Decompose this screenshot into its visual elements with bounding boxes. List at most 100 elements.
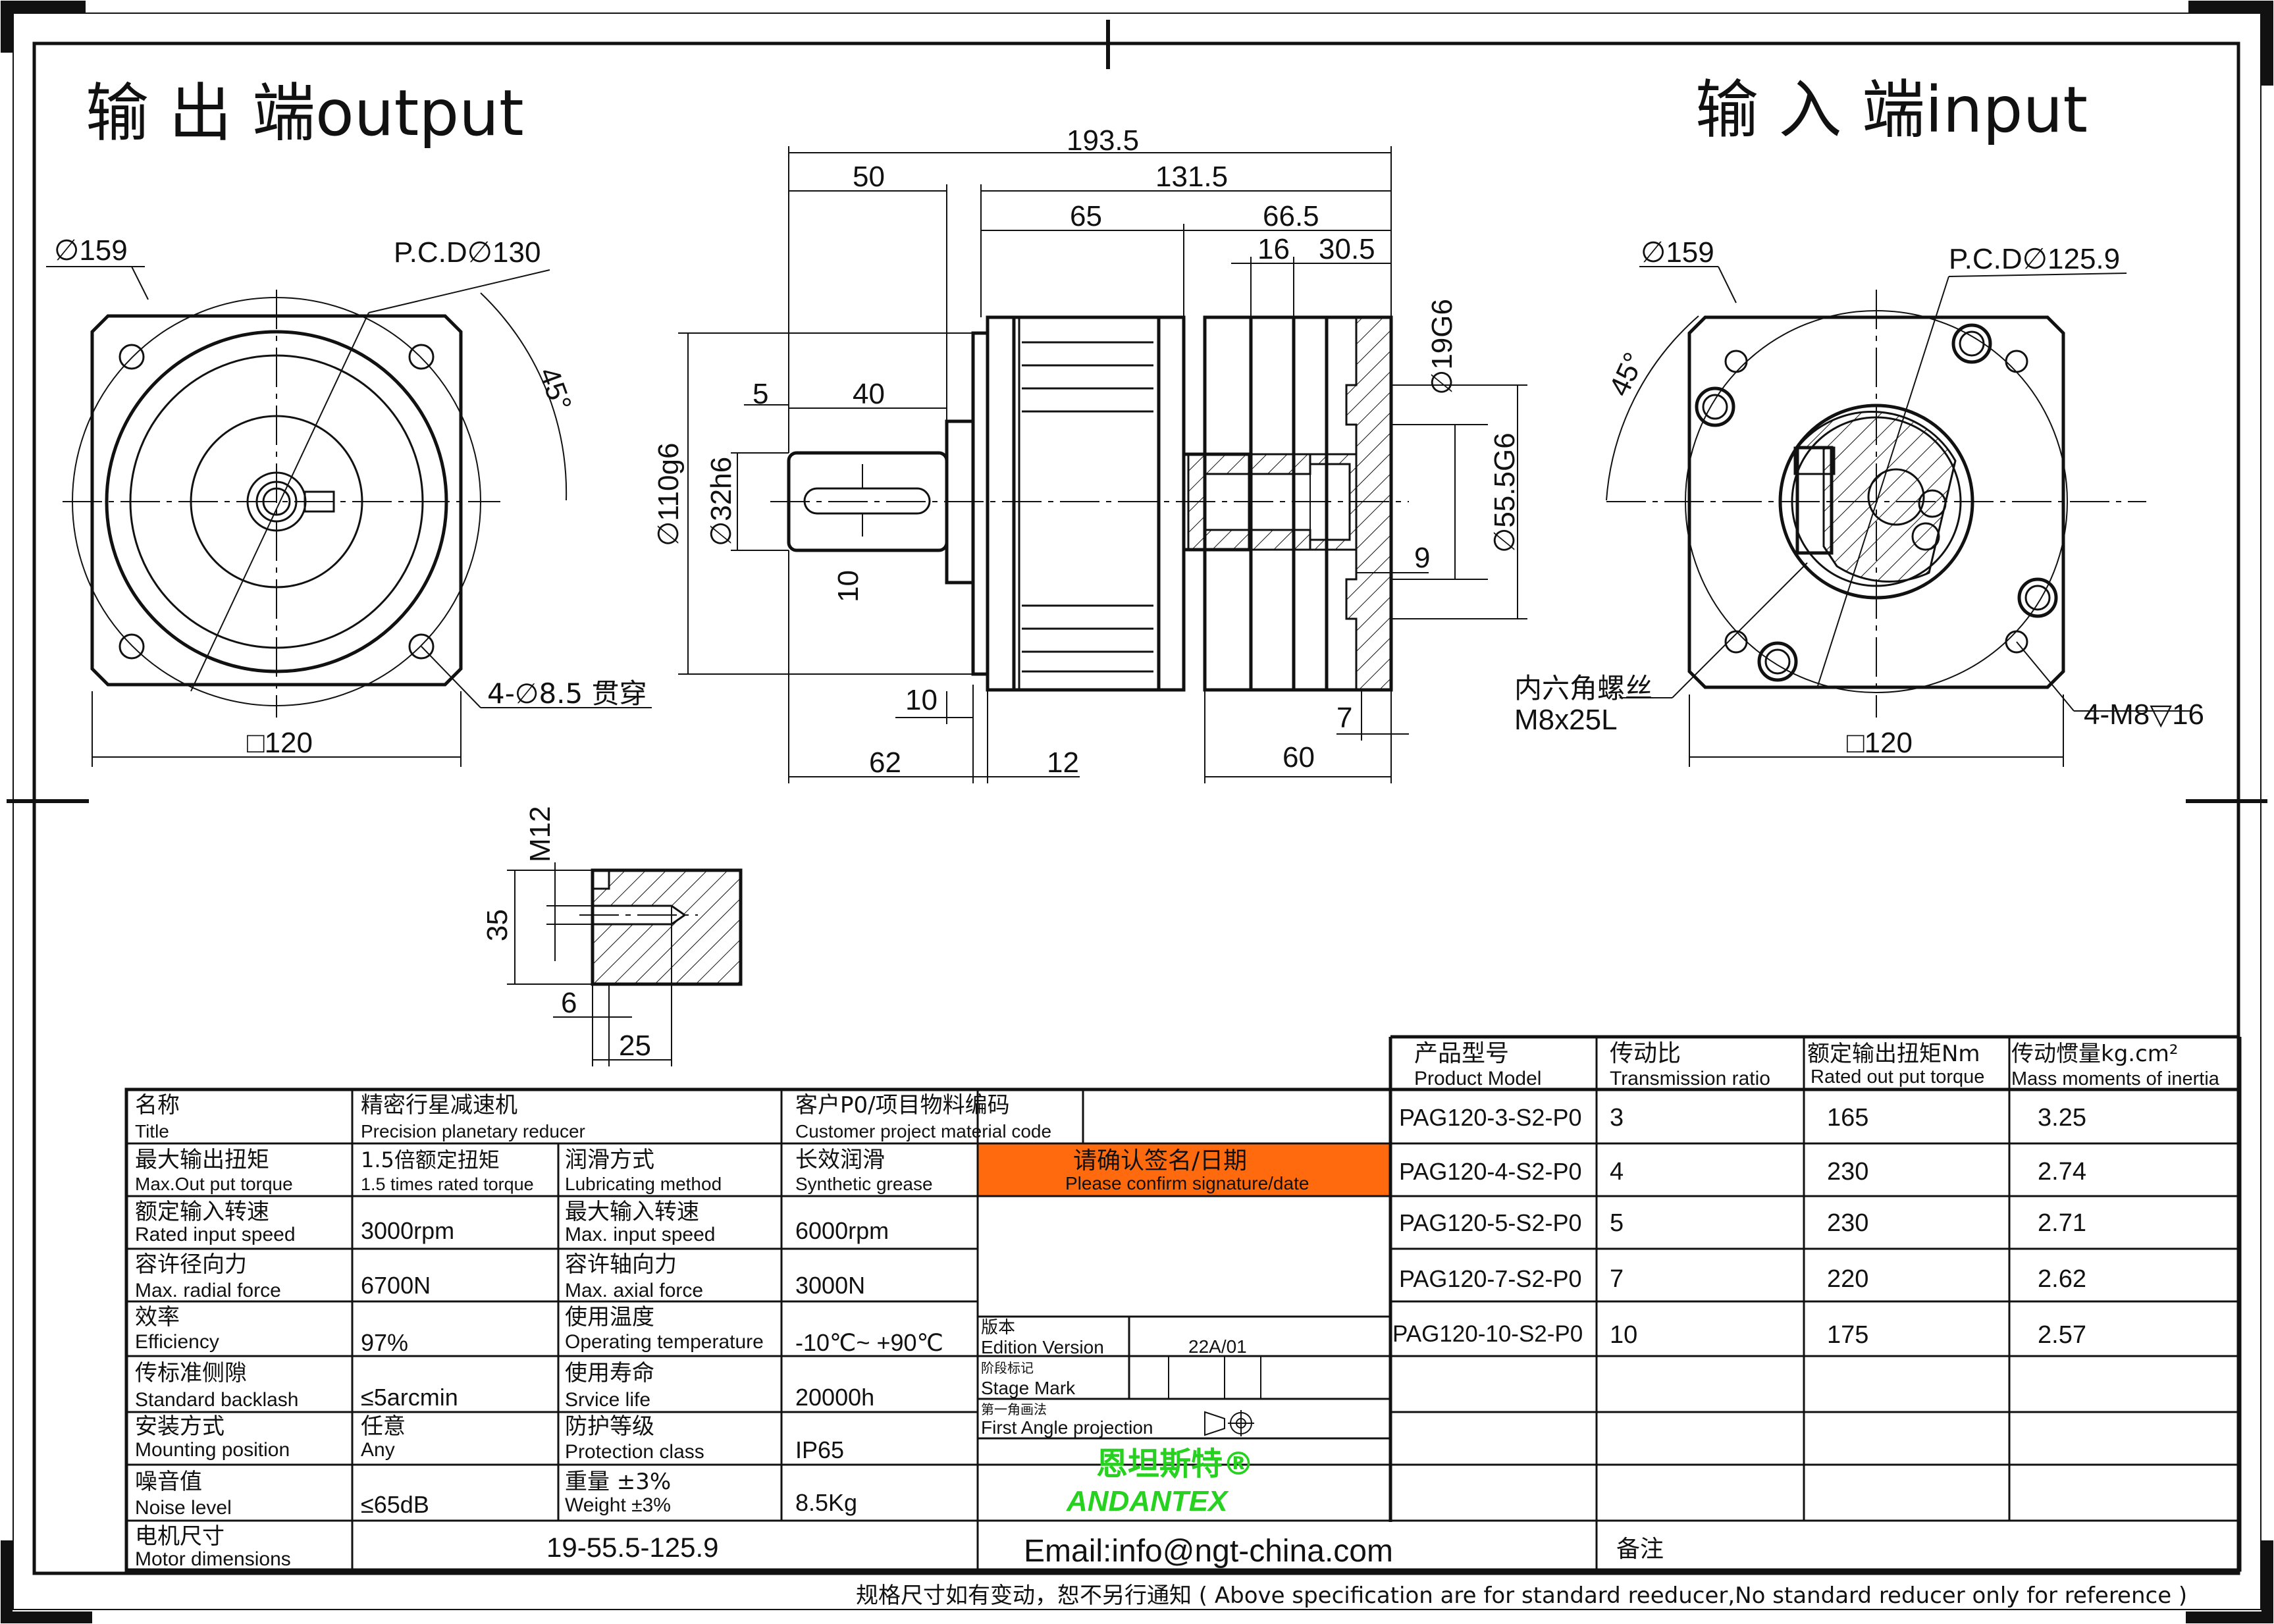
edition-cn: 版本 — [981, 1318, 1015, 1338]
projection-en: First Angle projection — [981, 1417, 1153, 1438]
key2-cn: 客户P0/项目物料编码 — [795, 1092, 1010, 1118]
value2: IP65 — [795, 1436, 844, 1463]
edition-value: 22A/01 — [1188, 1336, 1247, 1357]
dim-dia110: ∅110g6 — [652, 443, 685, 546]
model-cell: PAG120-5-S2-P0 — [1399, 1209, 1581, 1236]
key2-en: Operating temperature — [565, 1331, 764, 1353]
value-en: 1.5 times rated torque — [361, 1174, 534, 1194]
value-cn: 1.5倍额定扭矩 — [361, 1147, 500, 1172]
spec-row-rated-speed: 额定输入转速 Rated input speed 3000rpm 最大输入转速 … — [135, 1199, 889, 1245]
confirm-en: Please confirm signature/date — [1065, 1173, 1309, 1193]
remark-label: 备注 — [1616, 1536, 1664, 1563]
model-row: PAG120-4-S2-P0 4 230 2.74 — [1399, 1158, 2086, 1186]
dim-60: 60 — [1282, 741, 1315, 773]
torque-cell: 220 — [1827, 1265, 1868, 1293]
key-en: Title — [135, 1121, 169, 1141]
dim-12: 12 — [1047, 747, 1079, 779]
confirm-cell — [978, 1143, 1389, 1196]
ratio-cell: 5 — [1610, 1209, 1624, 1237]
dim-dia19: ∅19G6 — [1426, 299, 1458, 395]
output-flange-view — [46, 266, 652, 767]
model-cell: PAG120-4-S2-P0 — [1399, 1158, 1581, 1185]
dim-total-length: 193.5 — [1067, 124, 1139, 157]
input-threads: 4-M8▽16 — [2084, 698, 2204, 731]
input-square: □120 — [1847, 727, 1913, 759]
header-inertia-cn: 传动惯量kg.cm² — [2011, 1041, 2179, 1067]
key-en: Standard backlash — [135, 1389, 299, 1411]
value: ≤5arcmin — [361, 1384, 458, 1411]
key2-en: Max. input speed — [565, 1224, 715, 1245]
brand-en: ANDANTEX — [1066, 1485, 1229, 1517]
header-model-en: Product Model — [1414, 1068, 1541, 1089]
key2-en: Lubricating method — [565, 1174, 722, 1194]
value-en: Any — [361, 1439, 395, 1461]
email: Email:info@ngt-china.com — [1024, 1534, 1393, 1569]
key-en: Noise level — [135, 1497, 232, 1519]
key-en: Rated input speed — [135, 1224, 296, 1245]
value2: 3000N — [795, 1272, 865, 1299]
model-row: PAG120-7-S2-P0 7 220 2.62 — [1399, 1265, 2086, 1293]
value2-cn: 长效润滑 — [795, 1147, 885, 1173]
value2: 8.5Kg — [795, 1489, 857, 1516]
projection-cn: 第一角画法 — [981, 1401, 1047, 1417]
dim-10v: 10 — [832, 570, 864, 602]
key-cn: 最大输出扭矩 — [135, 1147, 269, 1173]
torque-cell: 230 — [1827, 1158, 1868, 1186]
inertia-cell: 2.62 — [2038, 1265, 2086, 1293]
header-ratio-en: Transmission ratio — [1610, 1068, 1770, 1089]
input-screw: M8x25L — [1514, 704, 1618, 736]
key-en: Max. radial force — [135, 1280, 281, 1301]
output-outer-dia: ∅159 — [54, 234, 128, 267]
inertia-cell: 2.71 — [2038, 1209, 2086, 1237]
output-square: □120 — [247, 727, 313, 759]
header-torque-cn: 额定输出扭矩Nm — [1807, 1041, 1980, 1067]
value2-en: Synthetic grease — [795, 1174, 933, 1194]
detail-6: 6 — [561, 987, 577, 1019]
model-cell: PAG120-10-S2-P0 — [1392, 1321, 1583, 1347]
key-en: Max.Out put torque — [135, 1174, 293, 1194]
key2-cn: 容许轴向力 — [565, 1251, 677, 1278]
first-angle-projection-icon — [1204, 1410, 1254, 1436]
header-ratio-cn: 传动比 — [1610, 1040, 1681, 1067]
key2-cn: 重量 ±3% — [565, 1469, 671, 1495]
key-cn: 额定输入转速 — [135, 1199, 269, 1225]
key2-cn: 防护等级 — [565, 1413, 654, 1440]
spec-table-grid — [124, 1035, 2242, 1572]
dim-40: 40 — [853, 378, 885, 410]
brand-cn: 恩坦斯特® — [1096, 1446, 1254, 1482]
footer-note: 规格尺寸如有变动，恕不另行通知 ( Above specification ar… — [856, 1583, 2187, 1609]
header-inertia-en: Mass moments of inertia — [2011, 1068, 2220, 1089]
dim-7: 7 — [1336, 702, 1352, 734]
torque-cell: 230 — [1827, 1209, 1868, 1237]
value: 3000rpm — [361, 1217, 454, 1244]
dim-66: 66.5 — [1263, 200, 1319, 232]
output-holes: 4-∅8.5 贯穿 — [487, 677, 647, 710]
spec-row-max-torque: 最大输出扭矩 Max.Out put torque 1.5倍额定扭矩 1.5 t… — [135, 1147, 933, 1194]
value: 19-55.5-125.9 — [546, 1532, 719, 1563]
value-cn: 精密行星减速机 — [361, 1092, 517, 1118]
key2-cn: 润滑方式 — [565, 1147, 654, 1173]
dim-5: 5 — [753, 378, 768, 410]
header-torque-en: Rated out put torque — [1811, 1066, 1984, 1087]
value: ≤65dB — [361, 1491, 429, 1518]
key2-cn: 使用温度 — [565, 1304, 654, 1330]
spec-row-backlash: 传标准侧隙 Standard backlash ≤5arcmin 使用寿命 Sr… — [135, 1360, 874, 1411]
key-cn: 电机尺寸 — [135, 1523, 225, 1550]
model-cell: PAG120-3-S2-P0 — [1399, 1104, 1581, 1131]
output-title: 输 出 端output — [86, 76, 524, 150]
edition-en: Edition Version — [981, 1337, 1104, 1357]
value2: 20000h — [795, 1384, 874, 1411]
ratio-cell: 10 — [1610, 1321, 1637, 1349]
key2-en: Protection class — [565, 1441, 704, 1463]
detail-35: 35 — [481, 909, 514, 941]
header-model-cn: 产品型号 — [1414, 1040, 1509, 1067]
side-view — [678, 146, 1527, 783]
spec-row-title: 名称 Title 精密行星减速机 Precision planetary red… — [135, 1092, 1051, 1141]
ratio-cell: 7 — [1610, 1265, 1624, 1293]
detail-thread: M12 — [524, 806, 556, 862]
input-angle: 45° — [1603, 348, 1651, 401]
dim-131: 131.5 — [1155, 161, 1228, 193]
value: 6700N — [361, 1272, 431, 1299]
